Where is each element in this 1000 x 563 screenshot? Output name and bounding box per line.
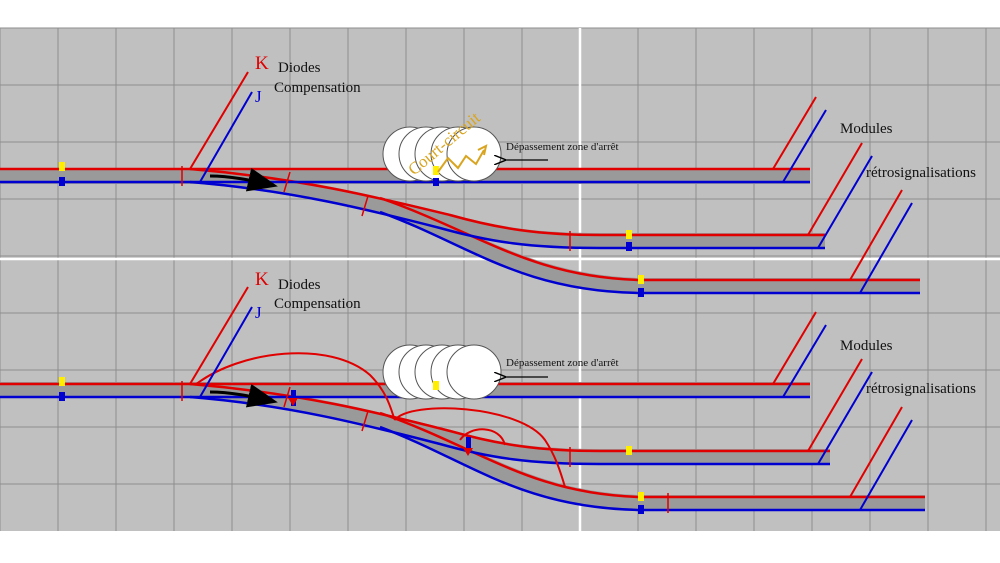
top-label-diodes: Diodes	[278, 60, 321, 76]
top-feeder-k	[189, 71, 249, 170]
top-train-arrow	[209, 167, 278, 192]
bottom-label-retro: rétrosignalisations	[866, 381, 976, 397]
top-label-depassement: Dépassement zone d'arrêt	[506, 141, 619, 153]
top-label-j: J	[255, 87, 262, 106]
bottom-compensation-wire-3	[459, 428, 506, 446]
top-feeder-j	[199, 91, 253, 183]
bottom-panel: K J Diodes Compensation Dépassement zone…	[0, 269, 976, 514]
top-marker-blue-2	[626, 242, 632, 251]
top-wheel-circles	[382, 126, 502, 182]
bottom-label-modules: Modules	[840, 338, 893, 354]
top-marker-yellow-1	[59, 162, 65, 171]
bottom-label-j: J	[255, 303, 262, 322]
top-label-modules: Modules	[840, 121, 893, 137]
top-label-k: K	[255, 53, 269, 74]
bottom-isolation-cuts	[181, 381, 669, 513]
top-panel: Court-circuit K J Diodes Compensation Dé…	[0, 53, 976, 297]
bottom-compensation-wire-1	[194, 352, 396, 421]
top-marker-blue-mid	[433, 178, 439, 186]
bottom-wheel-circles	[382, 344, 502, 400]
top-marker-yellow-3	[638, 275, 644, 284]
bottom-label-depassement: Dépassement zone d'arrêt	[506, 357, 619, 369]
top-marker-blue-3	[638, 288, 644, 297]
top-label-retro: rétrosignalisations	[866, 165, 976, 181]
top-marker-yellow-2	[626, 230, 632, 239]
bottom-label-diodes: Diodes	[278, 277, 321, 293]
top-label-compensation: Compensation	[274, 80, 361, 96]
bottom-label-k: K	[255, 269, 269, 290]
top-isolation-cuts	[181, 166, 571, 251]
top-marker-blue-1	[59, 177, 65, 186]
top-rail-j	[0, 180, 920, 295]
short-circuit-zigzag	[437, 149, 485, 173]
top-marker-yellow-mid	[433, 166, 439, 175]
bottom-label-compensation: Compensation	[274, 296, 361, 312]
bottom-compensation-wire-2	[394, 407, 566, 488]
